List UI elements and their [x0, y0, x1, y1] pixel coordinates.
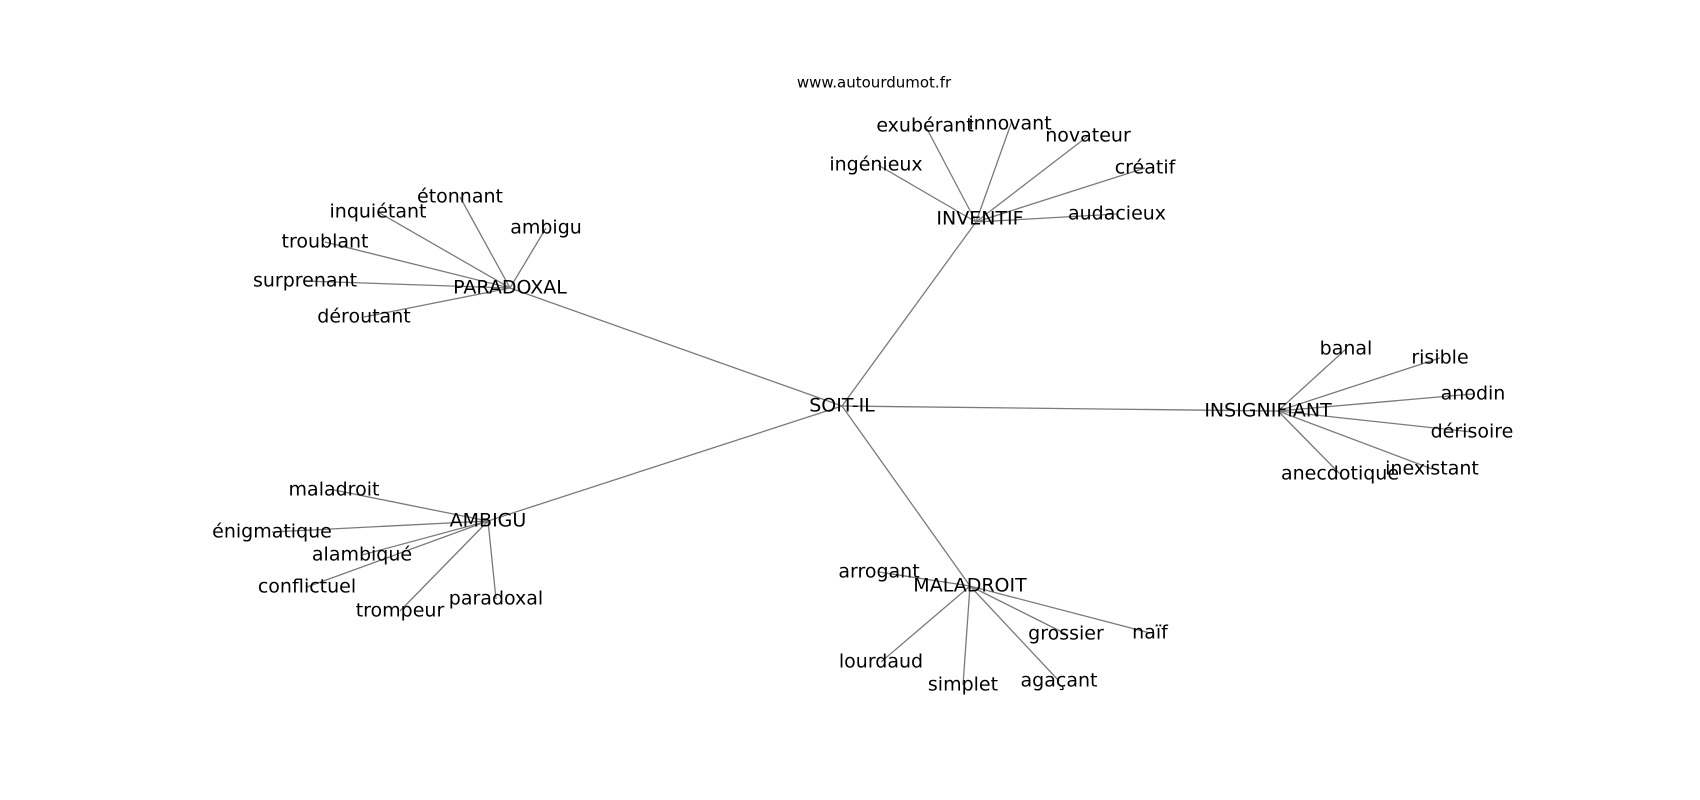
node-leaf-ambigu[interactable]: ambigu [510, 217, 582, 239]
node-leaf-anodin[interactable]: anodin [1441, 383, 1506, 405]
edge-maladroit-agacant [969, 585, 1060, 682]
node-leaf-etonnant[interactable]: étonnant [417, 186, 503, 208]
edge-maladroit-arrogant [878, 571, 971, 587]
edge-insignifiant-anodin [1277, 393, 1474, 412]
node-leaf-simplet[interactable]: simplet [928, 674, 998, 696]
edge-inventif-novateur [975, 135, 1089, 223]
edge-insignifiant-inexistant [1277, 410, 1433, 470]
node-leaf-surprenant[interactable]: surprenant [253, 270, 357, 292]
edge-root-ambigu [487, 405, 843, 522]
node-leaf-grossier[interactable]: grossier [1028, 623, 1104, 645]
edge-paradoxal-etonnant [459, 196, 511, 289]
edge-maladroit-lourdaud [880, 585, 971, 663]
edge-ambigu-conflictuel [306, 520, 489, 588]
node-leaf-anecdotique[interactable]: anecdotique [1281, 463, 1399, 485]
node-hub-insignifiant[interactable]: INSIGNIFIANT [1204, 400, 1332, 422]
edge-root-inventif [841, 221, 977, 407]
node-leaf-derisoire[interactable]: dérisoire [1431, 421, 1514, 443]
edge-inventif-innovant [975, 120, 1013, 223]
node-leaf-troublant[interactable]: troublant [282, 231, 369, 253]
node-leaf-deroutant[interactable]: déroutant [317, 306, 410, 328]
edge-paradoxal-inquietant [377, 211, 511, 289]
edge-maladroit-grossier [969, 585, 1067, 635]
graph-labels: SOIT-IL INVENTIF exubérantinnovantnovateur… [212, 113, 1513, 696]
edge-ambigu-paradoxal [487, 520, 497, 600]
node-leaf-agacant[interactable]: agaçant [1021, 670, 1098, 692]
node-hub-maladroit[interactable]: MALADROIT [913, 575, 1027, 597]
edge-root-paradoxal [509, 287, 843, 407]
edge-ambigu-enigmatique [271, 520, 489, 533]
edge-ambigu-alambique [361, 520, 489, 556]
graph-edges [271, 120, 1474, 686]
edge-root-maladroit [841, 405, 971, 587]
edge-paradoxal-ambigu [509, 227, 547, 289]
edge-insignifiant-anecdotique [1277, 410, 1341, 475]
node-leaf-maladroit[interactable]: maladroit [289, 479, 380, 501]
node-hub-ambigu[interactable]: AMBIGU [450, 510, 527, 532]
node-leaf-lourdaud[interactable]: lourdaud [839, 651, 923, 673]
node-leaf-arrogant[interactable]: arrogant [838, 561, 919, 583]
node-leaf-enigmatique[interactable]: énigmatique [212, 521, 332, 543]
node-leaf-ingenieux[interactable]: ingénieux [829, 154, 922, 176]
node-hub-paradoxal[interactable]: PARADOXAL [453, 277, 567, 299]
edge-inventif-audacieux [975, 213, 1118, 223]
node-leaf-creatif[interactable]: créatif [1115, 157, 1177, 179]
edge-insignifiant-risible [1277, 357, 1441, 412]
source-url: www.autourdumot.fr [797, 74, 952, 92]
node-leaf-trompeur[interactable]: trompeur [356, 600, 445, 622]
node-leaf-naif[interactable]: naïf [1132, 622, 1169, 644]
node-leaf-banal[interactable]: banal [1320, 338, 1373, 360]
node-leaf-inquietant[interactable]: inquiétant [330, 201, 427, 223]
edge-root-insignifiant [841, 405, 1279, 412]
node-leaf-novateur[interactable]: novateur [1045, 125, 1131, 147]
node-leaf-innovant[interactable]: innovant [968, 113, 1051, 135]
edge-inventif-exuberant [925, 126, 977, 223]
edge-maladroit-simplet [962, 585, 971, 686]
node-leaf-exuberant[interactable]: exubérant [876, 115, 973, 137]
edge-maladroit-naif [969, 585, 1151, 634]
edge-inventif-ingenieux [877, 164, 977, 223]
node-leaf-risible[interactable]: risible [1411, 347, 1468, 369]
node-hub-inventif[interactable]: INVENTIF [936, 208, 1023, 230]
node-leaf-paradoxal[interactable]: paradoxal [449, 588, 543, 610]
node-leaf-conflictuel[interactable]: conflictuel [258, 576, 356, 598]
node-leaf-audacieux[interactable]: audacieux [1068, 203, 1166, 225]
node-root[interactable]: SOIT-IL [809, 395, 875, 417]
edge-paradoxal-surprenant [304, 280, 511, 289]
edge-ambigu-maladroit [333, 489, 489, 522]
edge-ambigu-trompeur [399, 520, 489, 612]
edge-inventif-creatif [975, 167, 1146, 223]
edge-insignifiant-derisoire [1277, 410, 1473, 433]
edge-insignifiant-banal [1277, 348, 1347, 412]
edge-paradoxal-troublant [324, 241, 511, 289]
node-leaf-inexistant[interactable]: inexistant [1385, 458, 1479, 480]
edge-paradoxal-deroutant [363, 287, 511, 318]
node-leaf-alambique[interactable]: alambiqué [312, 544, 412, 566]
